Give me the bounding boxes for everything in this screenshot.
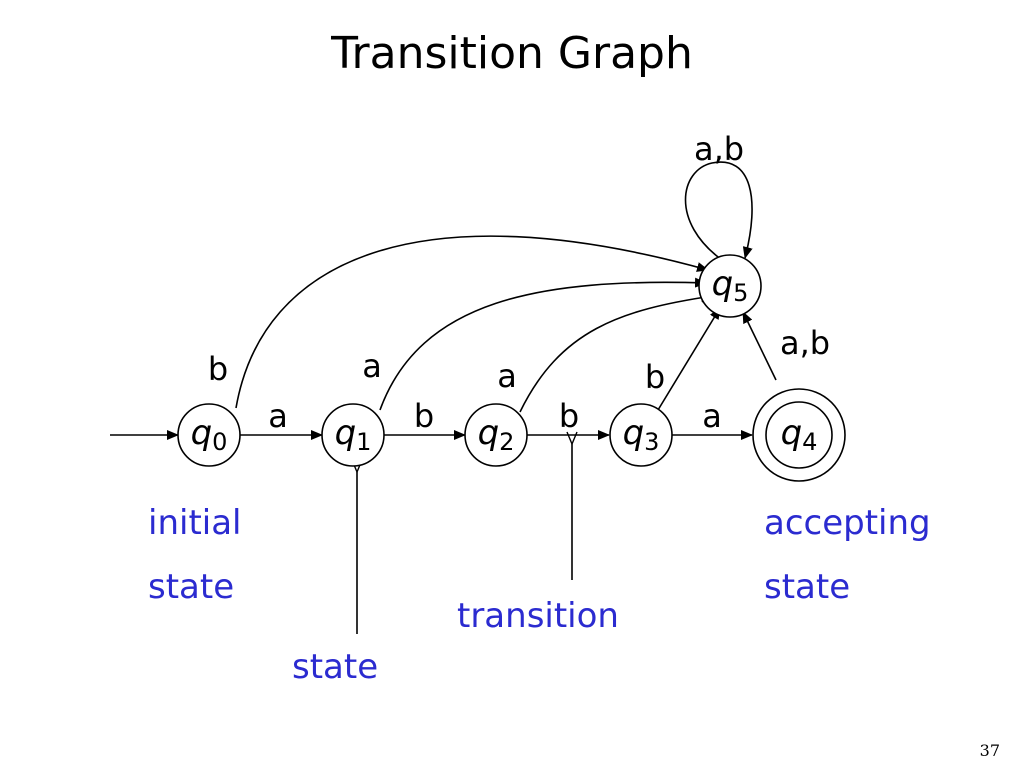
svg-text:q1: q1 <box>335 413 372 456</box>
label-q1-q2: b <box>414 397 434 435</box>
edge-q0-q5 <box>235 235 709 409</box>
annotation-accepting: accepting <box>764 503 931 543</box>
edge-q1-q5 <box>379 277 707 411</box>
annotation-transition: transition <box>457 596 619 636</box>
edge-q3-q5 <box>657 307 721 411</box>
annotation-state: state <box>292 647 378 687</box>
label-q5-q5: a,b <box>694 130 744 168</box>
svg-text:q3: q3 <box>623 413 660 456</box>
annotation-initial: initial <box>148 503 242 543</box>
svg-text:q2: q2 <box>478 413 515 456</box>
label-q1-q5: a <box>362 347 382 385</box>
state-q0: q0 <box>177 403 241 467</box>
svg-text:q5: q5 <box>712 264 749 307</box>
state-q1: q1 <box>321 403 385 467</box>
label-q3-q4: a <box>702 397 722 435</box>
svg-text:q0: q0 <box>191 413 228 456</box>
edge-q2-q5 <box>519 292 713 413</box>
label-q0-q1: a <box>268 397 288 435</box>
label-q2-q5: a <box>497 357 517 395</box>
label-q2-q3: b <box>559 397 579 435</box>
page-title: Transition Graph <box>330 28 693 79</box>
state-q2: q2 <box>464 403 528 467</box>
edge-q4-q5 <box>742 311 777 381</box>
state-q3: q3 <box>609 403 673 467</box>
state-q5: q5 <box>698 254 762 318</box>
page-number: 37 <box>980 741 1000 760</box>
label-q3-q5: b <box>645 358 665 396</box>
edge-q5-q5 <box>684 161 753 261</box>
label-q0-q5: b <box>208 350 228 388</box>
annotation-initial-state: state <box>148 567 234 607</box>
label-q4-q5: a,b <box>780 324 830 362</box>
state-q4-accepting: q4 <box>752 388 846 482</box>
svg-text:q4: q4 <box>781 413 818 456</box>
annotation-accepting-state: state <box>764 567 850 607</box>
